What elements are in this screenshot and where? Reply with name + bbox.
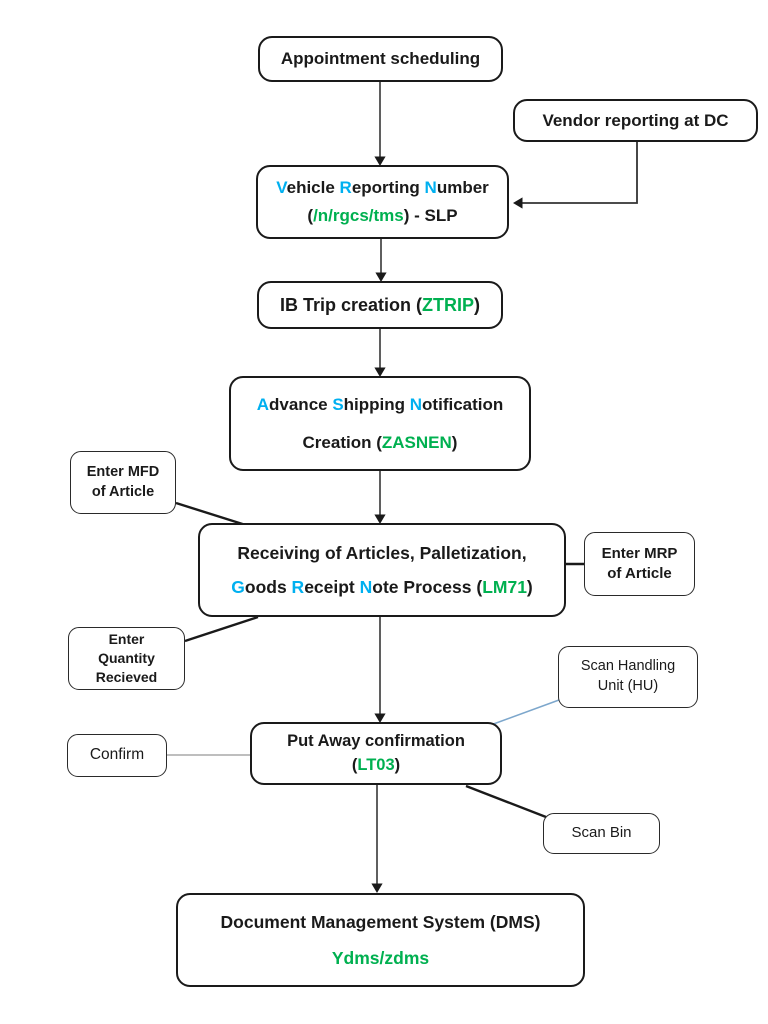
text-segment: eceipt	[304, 576, 360, 597]
note-label: Enter MFD of Article	[86, 463, 160, 500]
text-segment: S	[332, 394, 344, 414]
text-segment: /n/rgcs/tms	[313, 206, 404, 225]
connector-qty-to-receiving	[184, 615, 259, 643]
note-confirm: Confirm	[67, 734, 167, 777]
text-segment: umber	[436, 178, 489, 197]
node-label-line: (/n/rgcs/tms) - SLP	[307, 206, 457, 226]
arrowhead-putaway-to-dms	[371, 883, 383, 893]
note-enter-quantity: Enter Quantity Recieved	[68, 627, 185, 690]
node-label: Vendor reporting at DC	[542, 110, 729, 130]
note-label: Enter MRP of Article	[601, 544, 678, 582]
node-vehicle-reporting-number: Vehicle Reporting Number (/n/rgcs/tms) -…	[256, 165, 509, 239]
text-segment: ote Process (	[372, 576, 483, 597]
node-label-line: Creation (ZASNEN)	[303, 433, 458, 453]
note-label: Enter Quantity Recieved	[95, 631, 158, 685]
text-segment: G	[231, 576, 245, 597]
note-enter-mfd: Enter MFD of Article	[70, 451, 176, 514]
text-segment: R	[291, 576, 305, 597]
node-label-line: Put Away confirmation	[287, 730, 465, 753]
node-put-away-confirmation: Put Away confirmation (LT03)	[250, 722, 502, 785]
node-label-line: Goods Receipt Note Process (LM71)	[231, 577, 533, 598]
note-label: Scan Bin	[571, 824, 632, 842]
text-segment: Document Management System (DMS)	[220, 911, 541, 932]
text-segment: eporting	[351, 178, 425, 197]
text-segment: ehicle	[286, 178, 340, 197]
node-ib-trip-creation: IB Trip creation (ZTRIP)	[257, 281, 503, 329]
text-segment: Receiving of Articles, Palletization,	[237, 542, 527, 563]
arrowhead-ibtrip-to-asn	[374, 367, 386, 377]
note-scan-handling-unit: Scan Handling Unit (HU)	[558, 646, 698, 708]
node-receiving-grn: Receiving of Articles, Palletization, Go…	[198, 523, 566, 617]
node-label: IB Trip creation (ZTRIP)	[280, 295, 480, 316]
node-asn-creation: Advance Shipping Notification Creation (…	[229, 376, 531, 471]
text-segment: Put Away confirmation	[287, 732, 465, 751]
node-label-line: Advance Shipping Notification	[257, 395, 504, 415]
text-segment: ) - SLP	[403, 206, 458, 225]
node-label-line: Document Management System (DMS)	[221, 912, 541, 933]
text-segment: N	[409, 394, 423, 414]
node-label-line: Vehicle Reporting Number	[276, 178, 489, 198]
text-segment: dvance	[269, 394, 333, 414]
connector-putaway-to-scanbin	[465, 784, 547, 819]
text-segment: hipping	[343, 394, 410, 414]
arrowhead-vrn-to-ibtrip	[375, 272, 387, 282]
note-enter-mrp: Enter MRP of Article	[584, 532, 695, 596]
node-document-management-system: Document Management System (DMS) Ydms/zd…	[176, 893, 585, 987]
note-label: Confirm	[89, 746, 145, 764]
node-label: Appointment scheduling	[280, 49, 481, 68]
node-vendor-reporting: Vendor reporting at DC	[513, 99, 758, 142]
node-label-line: Ydms/zdms	[332, 948, 429, 969]
connector-vendor-to-vrn	[522, 142, 638, 204]
text-segment: R	[339, 178, 352, 197]
note-scan-bin: Scan Bin	[543, 813, 660, 854]
text-segment: Ydms/zdms	[331, 947, 430, 968]
arrowhead-appointment-to-vrn	[374, 156, 386, 166]
node-label-line: Receiving of Articles, Palletization,	[237, 543, 526, 564]
text-segment: LM71	[482, 576, 527, 597]
text-segment: IB Trip creation (	[279, 294, 423, 315]
arrowhead-vendor-to-vrn	[513, 197, 523, 209]
text-segment: )	[394, 755, 401, 774]
node-label-line: (LT03)	[352, 754, 400, 777]
text-segment: Creation (	[302, 432, 382, 452]
text-segment: V	[276, 178, 287, 197]
node-appointment-scheduling: Appointment scheduling	[258, 36, 503, 82]
connector-hu-to-putaway	[487, 699, 560, 727]
text-segment: ZTRIP	[422, 294, 475, 315]
text-segment: N	[359, 576, 373, 597]
arrowhead-asn-to-receiving	[374, 514, 386, 524]
arrowhead-receiving-to-putaway	[374, 713, 386, 723]
text-segment: LT03	[357, 755, 395, 774]
text-segment: A	[256, 394, 270, 414]
text-segment: (	[307, 206, 314, 225]
text-segment: )	[474, 294, 481, 315]
text-segment: )	[526, 576, 533, 597]
text-segment: ZASNEN	[381, 432, 452, 452]
text-segment: )	[451, 432, 458, 452]
text-segment: oods	[244, 576, 292, 597]
text-segment: otification	[422, 394, 504, 414]
note-label: Scan Handling Unit (HU)	[580, 658, 676, 694]
text-segment: N	[424, 178, 437, 197]
text-segment: (	[351, 755, 358, 774]
